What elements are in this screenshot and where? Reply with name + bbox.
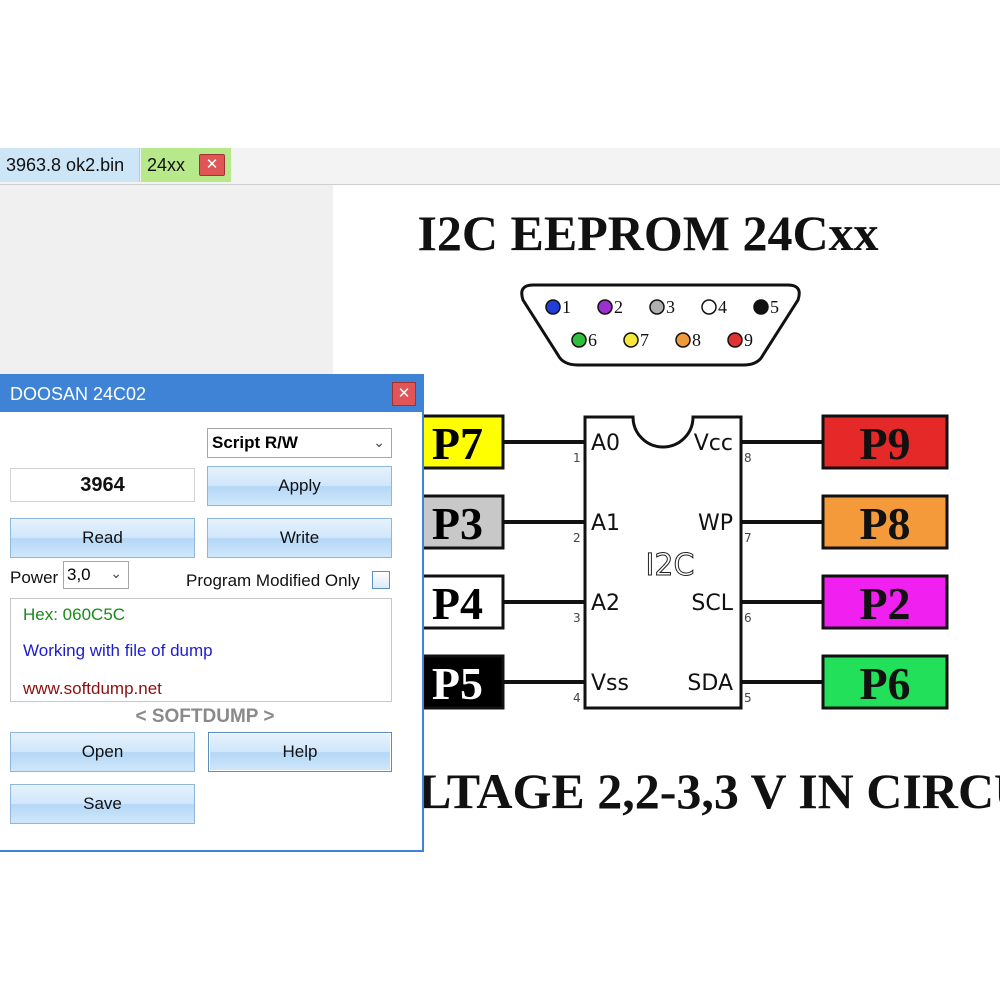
write-button[interactable]: Write (207, 518, 392, 558)
doosan-dialog: DOOSAN 24C02 ✕ Script R/W ⌄ 3964 Apply R… (0, 374, 424, 852)
connector-pin-number: 7 (640, 330, 649, 350)
hex-value: Hex: 060C5C (23, 605, 126, 624)
pin-name: SCL (691, 591, 733, 616)
pin-tag-label: P5 (432, 658, 483, 709)
connector-pin-dot (571, 332, 587, 348)
power-select[interactable]: 3,0 ⌄ (63, 561, 129, 589)
pin-number: 2 (573, 531, 581, 545)
value-display: 3964 (10, 468, 195, 502)
status-text: Working with file of dump (23, 641, 213, 660)
pin-tag-box (821, 494, 949, 550)
dialog-title: DOOSAN 24C02 (10, 384, 147, 404)
close-icon[interactable]: ✕ (199, 154, 225, 176)
open-button[interactable]: Open (10, 732, 195, 772)
workspace-background (0, 185, 333, 375)
connector-pin-number: 9 (744, 330, 753, 350)
voltage-note: LTAGE 2,2-3,3 V IN CIRCUIT (418, 763, 1000, 819)
connector-pin-dot (675, 332, 691, 348)
apply-button[interactable]: Apply (207, 466, 392, 506)
pin-number: 1 (573, 451, 581, 465)
pin-number: 5 (744, 691, 752, 705)
pin-tag-label: P3 (432, 498, 483, 549)
read-button[interactable]: Read (10, 518, 195, 558)
connector-pin-number: 6 (588, 330, 597, 350)
connector-pin-number: 2 (614, 297, 623, 317)
connector-pin-number: 8 (692, 330, 701, 350)
brand-label: < SOFTDUMP > (135, 706, 275, 727)
pin-tag-box (411, 574, 505, 630)
script-select-value: Script R/W (212, 433, 298, 452)
pin-name: Vss (591, 671, 629, 696)
pin-tag-box (411, 654, 505, 710)
pin-tag-label: P8 (859, 498, 910, 549)
pin-tag-box (411, 494, 505, 550)
help-button[interactable]: Help (208, 732, 392, 772)
pin-name: A2 (591, 591, 620, 616)
pin-tag-box (821, 574, 949, 630)
pin-tag-box (821, 414, 949, 470)
info-panel: Hex: 060C5C Working with file of dump ww… (10, 598, 392, 702)
save-button[interactable]: Save (10, 784, 195, 824)
connector-pin-dot (597, 299, 613, 315)
chevron-down-icon: ⌄ (373, 434, 385, 450)
connector-pin-number: 4 (718, 297, 727, 317)
connector-pin-dot (649, 299, 665, 315)
tab-bar: 3963.8 ok2.bin 24xx ✕ (0, 148, 1000, 185)
pin-name: WP (698, 511, 733, 536)
tab-label: 3963.8 ok2.bin (6, 155, 125, 175)
chip-body (583, 415, 743, 710)
tab-label: 24xx (147, 155, 186, 175)
tab-file-dump[interactable]: 3963.8 ok2.bin (0, 148, 140, 182)
pin-tag-label: P9 (859, 418, 910, 469)
pin-number: 6 (744, 611, 752, 625)
pin-name: SDA (687, 671, 733, 696)
connector-pin-number: 1 (562, 297, 571, 317)
connector-pin-dot (545, 299, 561, 315)
pin-name: Vcc (694, 431, 733, 456)
power-select-value: 3,0 (67, 565, 91, 584)
power-label: Power (10, 568, 59, 587)
connector-pin-number: 5 (770, 297, 779, 317)
connector-pin-dot (701, 299, 717, 315)
chip-label: I2C (646, 548, 695, 583)
connector-pins: 1 2 3 4 5 6 7 8 9 (545, 297, 779, 350)
pin-number: 7 (744, 531, 752, 545)
tab-24xx[interactable]: 24xx ✕ (141, 148, 231, 182)
pin-tag-label: P4 (432, 578, 483, 629)
pin-tag-box (411, 414, 505, 470)
program-modified-label: Program Modified Only (186, 571, 360, 590)
pin-number: 4 (573, 691, 581, 705)
script-select[interactable]: Script R/W ⌄ (207, 428, 392, 458)
pin-tag-box (821, 654, 949, 710)
program-modified-checkbox[interactable] (372, 571, 390, 589)
diagram-title: I2C EEPROM 24Cxx (417, 205, 878, 261)
pin-tag-label: P6 (859, 658, 910, 709)
connector-pin-dot (623, 332, 639, 348)
pin-name: A1 (591, 511, 620, 536)
pin-name: A0 (591, 431, 620, 456)
chevron-down-icon: ⌄ (110, 565, 122, 581)
connector-pin-dot (727, 332, 743, 348)
pin-tag-label: P2 (859, 578, 910, 629)
website-link[interactable]: www.softdump.net (23, 679, 162, 698)
pin-number: 8 (744, 451, 752, 465)
pin-number: 3 (573, 611, 581, 625)
close-icon[interactable]: ✕ (392, 382, 416, 406)
connector-pin-number: 3 (666, 297, 675, 317)
dialog-title-bar[interactable]: DOOSAN 24C02 ✕ (0, 376, 422, 412)
pin-tag-label: P7 (432, 418, 483, 469)
connector-pin-dot (753, 299, 769, 315)
